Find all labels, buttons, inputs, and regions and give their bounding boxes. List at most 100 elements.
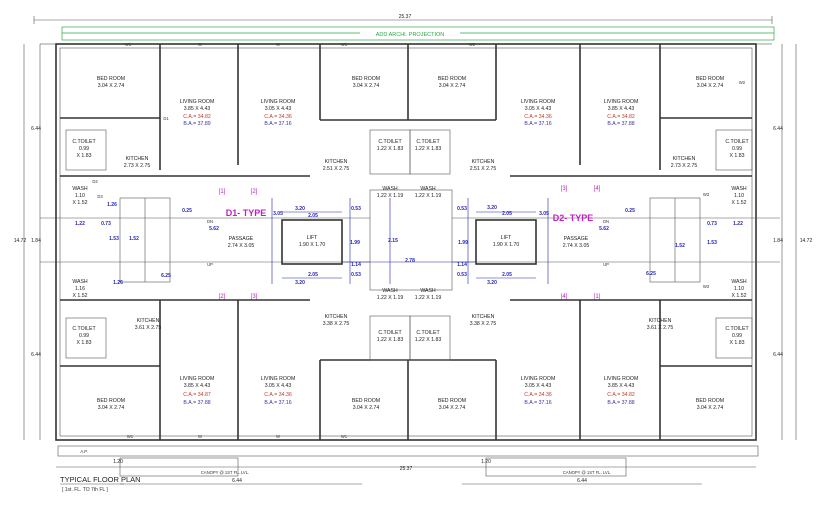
left-dim: 6.44 [31,126,41,132]
room-size: 3.05 X 4.43 [525,106,552,112]
room-name: KITCHEN [472,159,495,165]
room-name: BED ROOM [97,398,125,404]
passage-size: 2.74 X 3.05 [563,243,590,249]
projection-label: ADD ARCHI. PROJECTION [376,32,444,38]
dim-label: 1.22 [733,221,743,227]
wash-size: 1.22 X 1.19 [415,295,442,301]
dim-label: 5.62 [599,226,609,232]
window-code: W [198,42,202,47]
room-size: 3.85 X 4.43 [184,106,211,112]
room-name: LIVING ROOM [604,99,639,105]
dim-label: 3.20 [487,280,497,286]
wash-name: WASH [731,186,747,192]
bottom-annotations: A.P. CANOPY @ 1ST FL. LVL. CANOPY @ 1ST … [56,445,759,493]
built-area: B.A.= 37.88 [607,121,634,127]
dim-label: 0.73 [101,221,111,227]
wash-name: WASH [420,186,436,192]
window-code: W1 [341,434,348,439]
carpet-area: C.A.= 34.36 [524,114,552,120]
unit-tag: [4] [561,294,568,300]
dim-label: 2.05 [502,272,512,278]
toilet-size: X 1.83 [77,153,92,159]
bottom-dimension: 25.37 [400,466,413,472]
wash-rooms: WASH 1.10 X 1.52 WASH 1.22 X 1.19 WASH 1… [72,186,747,301]
window-code: W1 [127,434,134,439]
carpet-area: C.A.= 34.36 [524,392,552,398]
right-dimensions: 6.44 14.72 1.84 6.44 [773,44,812,440]
window-code: W [198,434,202,439]
wash-name: WASH [72,279,88,285]
room-name: LIVING ROOM [261,99,296,105]
toilet-size: X 1.83 [730,340,745,346]
built-area: B.A.= 37.16 [264,121,291,127]
dim-label: 6.25 [646,271,656,277]
wash-size: 1.10 [75,193,85,199]
dim-label: 3.20 [487,205,497,211]
wash-size: X 1.52 [73,293,88,299]
wash-name: WASH [731,279,747,285]
wash-size: 1.22 X 1.19 [377,193,404,199]
wash-size: 1.22 X 1.19 [377,295,404,301]
bottom-half-dim: 6.44 [232,478,242,484]
dim-label: 0.25 [182,208,192,214]
toilet-name: C.TOILET [416,330,440,336]
room-size: 3.04 X 2.74 [353,83,380,89]
window-code: W1 [341,42,348,47]
room-name: BED ROOM [438,398,466,404]
toilet-name: C.TOILET [416,139,440,145]
wash-name: WASH [382,288,398,294]
carpet-area: C.A.= 34.36 [264,114,292,120]
built-area: B.A.= 37.16 [264,400,291,406]
toilet-size: 1.22 X 1.83 [415,337,442,343]
right-dim: 6.44 [773,126,783,132]
dim-label: 5.62 [209,226,219,232]
toilet-name: C.TOILET [378,139,402,145]
dim-label: 2.78 [405,258,415,264]
left-dim: 1.84 [31,238,41,244]
dim-label: 6.25 [161,273,171,279]
dim-label: 0.73 [707,221,717,227]
toilet-size: 0.99 [79,146,89,152]
dim-label: 3.05 [539,211,549,217]
window-code: W1 [125,42,132,47]
room-name: BED ROOM [438,76,466,82]
plan-subtitle: [ 1st. FL. TO 7th FL ] [62,487,108,493]
toilet-name: C.TOILET [725,139,749,145]
stair-label: DN [207,219,213,224]
room-name: KITCHEN [126,156,149,162]
wash-size: X 1.52 [732,293,747,299]
plan-title: TYPICAL FLOOR PLAN [60,475,141,484]
dim-label: 3.20 [295,206,305,212]
canopy-label: CANOPY @ 1ST FL. LVL. [201,470,249,475]
room-name: LIVING ROOM [261,376,296,382]
room-size: 3.04 X 2.74 [697,83,724,89]
door-code: D2 [92,179,98,184]
room-name: KITCHEN [137,318,160,324]
toilet-size: 0.99 [79,333,89,339]
wash-size: 1.22 X 1.19 [415,193,442,199]
toilets: C.TOILET 0.99 X 1.83 C.TOILET 1.22 X 1.8… [72,139,749,346]
bottom-small-dim: 1.20 [113,459,123,465]
dim-label: 1.53 [109,236,119,242]
carpet-area: C.A.= 34.82 [607,114,635,120]
carpet-area: C.A.= 34.36 [264,392,292,398]
toilet-size: 1.22 X 1.83 [377,146,404,152]
lift-name: LIFT [307,235,318,241]
toilet-name: C.TOILET [725,326,749,332]
dim-label: 1.14 [351,262,361,268]
unit-tag: [2] [219,294,226,300]
room-size: 2.73 X 2.75 [124,163,151,169]
dim-label: 0.53 [457,272,467,278]
dim-label: 2.05 [502,211,512,217]
unit-tag: [3] [561,186,568,192]
dim-label: 2.05 [308,213,318,219]
wash-size: 1.16 [75,286,85,292]
room-name: BED ROOM [97,76,125,82]
stair-label: UP [603,262,609,267]
dim-label: 1.22 [75,221,85,227]
room-name: BED ROOM [696,398,724,404]
toilet-size: 1.22 X 1.83 [377,337,404,343]
room-size: 3.85 X 4.43 [608,106,635,112]
dim-label: 3.20 [295,280,305,286]
bottom-rooms: BED ROOM 3.04 X 2.74 LIVING ROOM 3.85 X … [97,314,724,411]
